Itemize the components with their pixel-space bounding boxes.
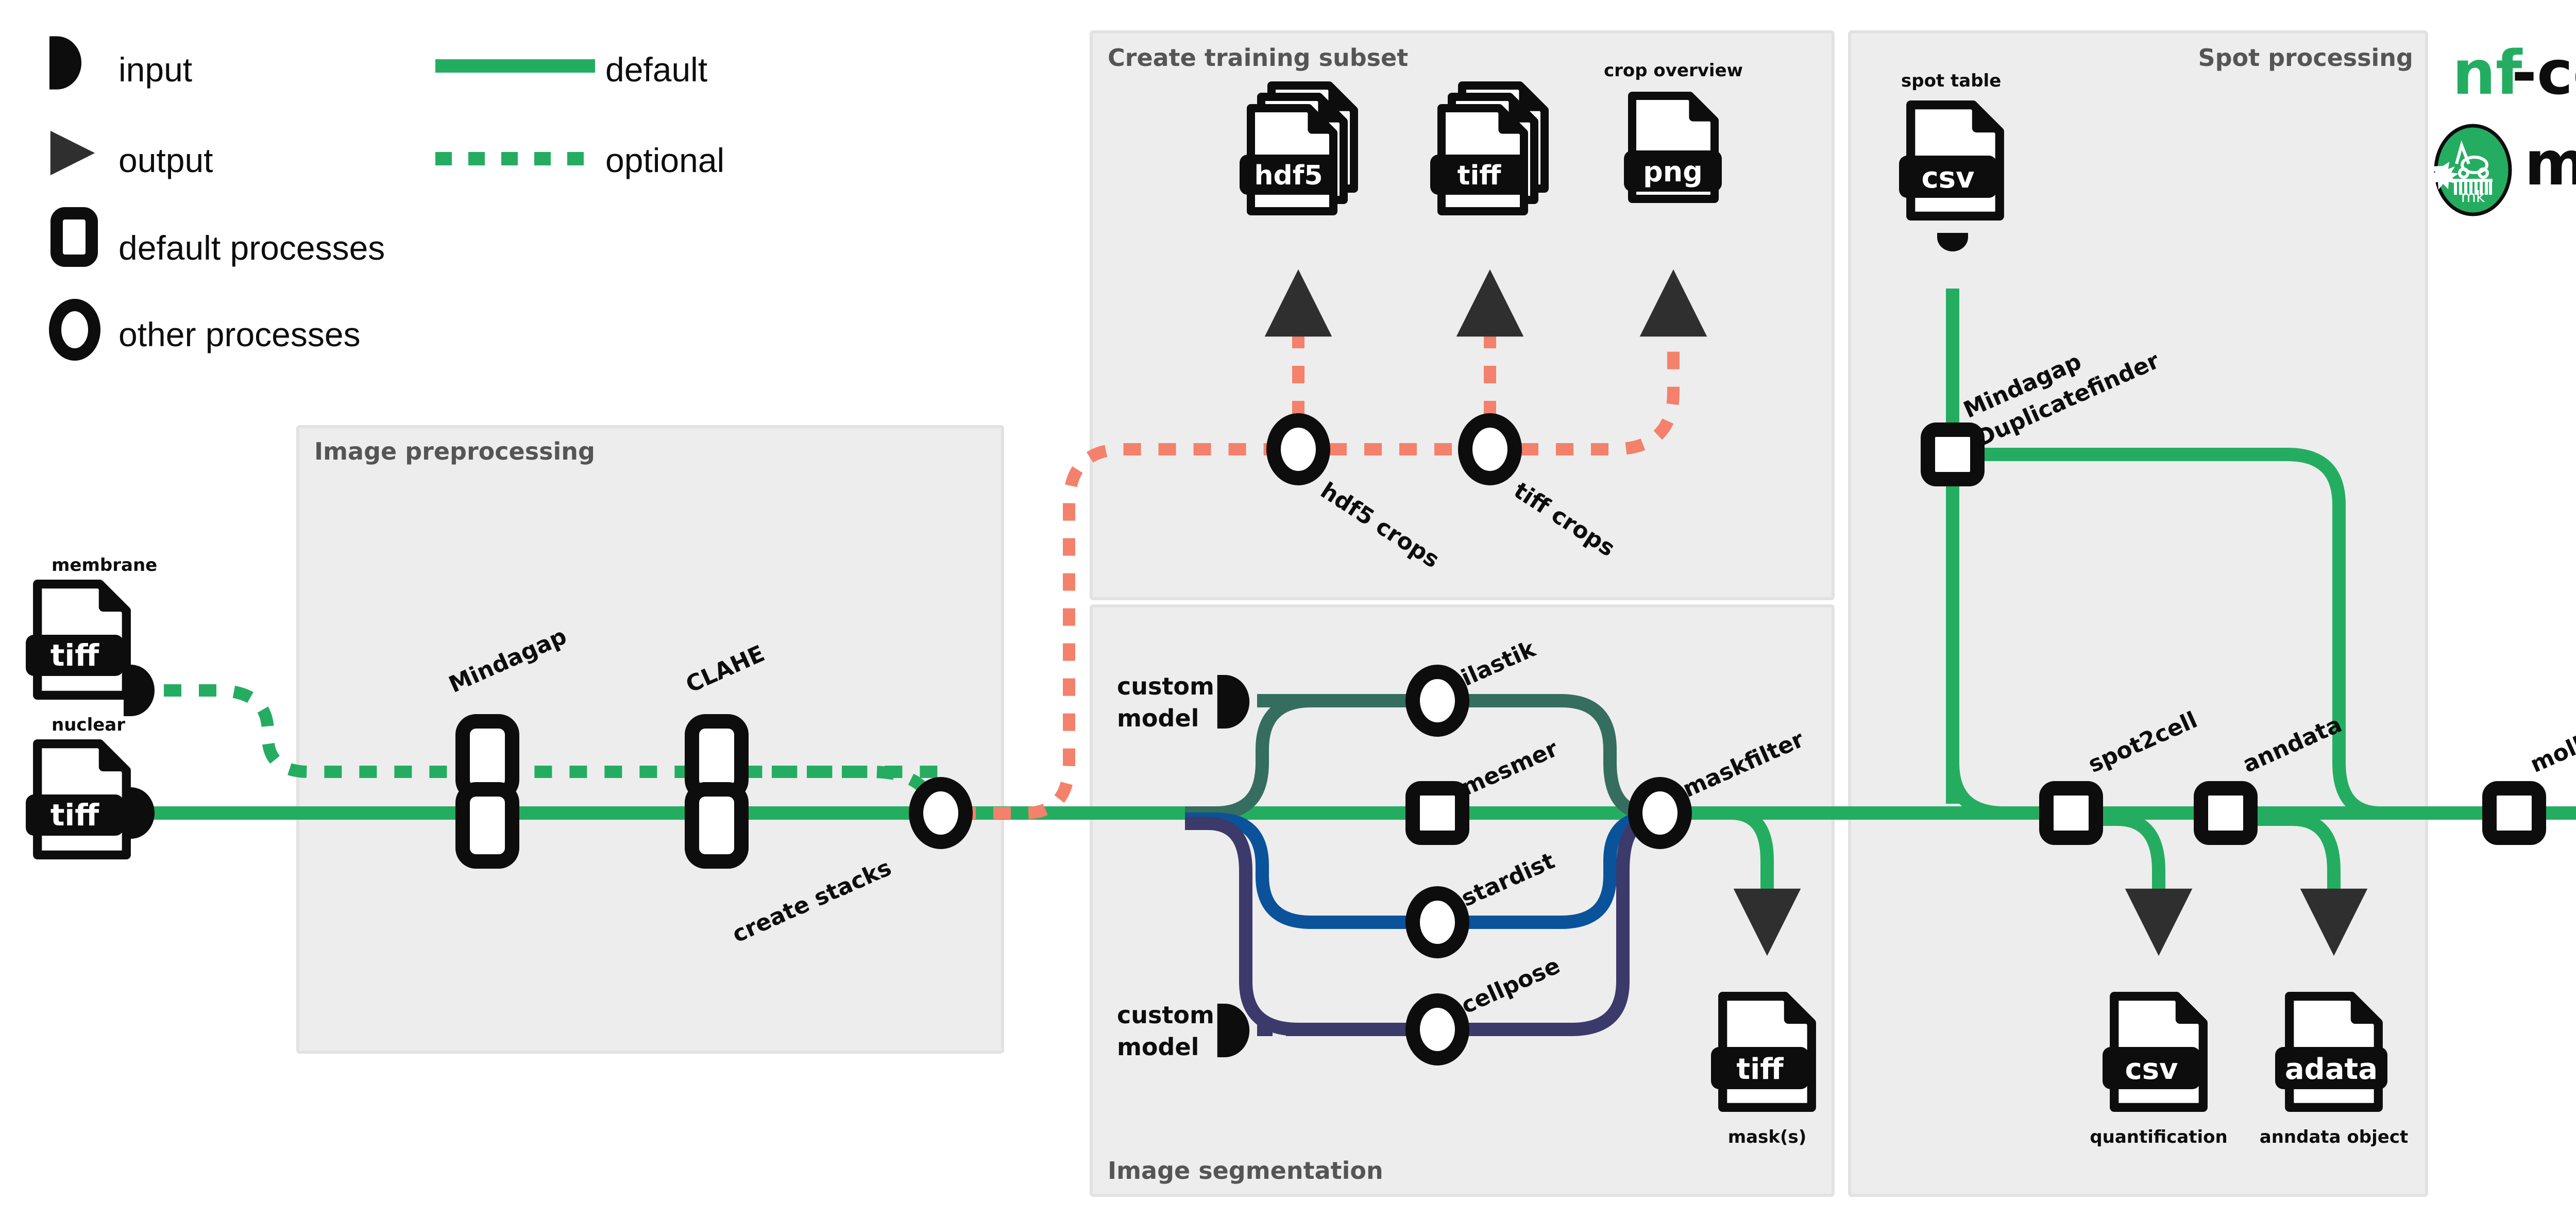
- custom-model-ilastik-line1: custom: [1117, 672, 1214, 700]
- file-spot-table-csv: spot table csv: [1899, 71, 2001, 251]
- panel-title-image-preprocessing: Image preprocessing: [314, 437, 595, 465]
- file-ext-anndata: adata: [2285, 1053, 2378, 1086]
- file-ext-mask: tiff: [1736, 1053, 1784, 1086]
- file-caption-anndata: anndata object: [2260, 1127, 2409, 1147]
- file-ext-quantification: csv: [2125, 1053, 2178, 1086]
- file-ext-png: png: [1643, 156, 1703, 188]
- process-label-molkartqc: molkartqc: [2527, 702, 2576, 778]
- panel-spot-processing: Spot processing: [1848, 30, 2428, 1197]
- edge-membrane-optional: [129, 684, 941, 778]
- file-ext-tiff-crops: tiff: [1458, 160, 1502, 191]
- file-tiff-crops: tiff: [1430, 86, 1545, 211]
- custom-model-cellpose-line2: model: [1117, 1033, 1199, 1061]
- square-process-icon: [50, 207, 98, 267]
- file-ext-spot-table: csv: [1921, 161, 1974, 195]
- file-crop-overview-png: crop overview png: [1604, 60, 1743, 199]
- file-caption-membrane: membrane: [52, 555, 157, 576]
- legend-item-input: input: [49, 36, 192, 90]
- panel-title-spot-processing: Spot processing: [2198, 44, 2413, 72]
- edge-maskfilter-to-mask-output: [1695, 806, 1774, 922]
- edge-anndata-to-adata: [2252, 813, 2341, 922]
- input-marker-nuclear: [124, 787, 155, 839]
- edge-spot2cell-to-quantification: [2098, 813, 2165, 922]
- input-marker-membrane: [124, 665, 155, 716]
- panel-title-image-segmentation: Image segmentation: [1108, 1157, 1383, 1185]
- logo-org: nf: [2452, 37, 2523, 108]
- file-ext-hdf5: hdf5: [1254, 160, 1323, 191]
- legend-label-input: input: [118, 50, 192, 89]
- custom-model-ilastik-line2: model: [1117, 704, 1199, 732]
- file-caption-mask: mask(s): [1728, 1127, 1807, 1147]
- legend-item-optional: optional: [435, 141, 724, 179]
- panel-image-preprocessing: Image preprocessing: [296, 425, 1004, 1054]
- edge-duplicatefinder-down-to-spine: [1946, 479, 2005, 820]
- file-ext-membrane: tiff: [50, 638, 100, 673]
- file-caption-spot-table: spot table: [1901, 71, 2001, 91]
- legend-label-default-processes: default processes: [118, 229, 385, 267]
- file-nuclear-tiff: nuclear tiff: [26, 715, 155, 855]
- output-arrow-icon: [50, 130, 95, 176]
- legend-label-output: output: [118, 141, 213, 179]
- legend-label-default: default: [605, 50, 707, 89]
- panel-group: Image preprocessing Create training subs…: [296, 30, 2428, 1197]
- file-ext-nuclear: tiff: [50, 798, 100, 833]
- legend-item-default-processes: default processes: [50, 207, 385, 267]
- legend-item-other-processes: other processes: [49, 299, 361, 361]
- file-caption-crop-overview: crop overview: [1604, 60, 1743, 81]
- panel-title-create-training-subset: Create training subset: [1108, 44, 1408, 72]
- circle-process-icon: [49, 299, 100, 361]
- legend: input default output optional default pr…: [49, 36, 724, 361]
- edge-stacks-to-crops-optional: [958, 443, 1267, 819]
- edge-ilastik-to-maskfilter: [1463, 694, 1649, 820]
- file-anndata-object: adata anndata object: [2260, 996, 2409, 1147]
- file-caption-quantification: quantification: [2090, 1127, 2227, 1147]
- custom-model-cellpose: custom model: [1117, 1001, 1250, 1061]
- file-mask-tiff: tiff mask(s): [1711, 996, 1811, 1147]
- input-marker-icon: [49, 36, 81, 90]
- legend-item-default: default: [435, 50, 707, 89]
- edge-duplicatefinder-to-spine: [1977, 448, 2381, 820]
- logo-pipeline: molkart: [2524, 128, 2576, 199]
- legend-label-other-processes: other processes: [118, 315, 361, 353]
- legend-item-output: output: [50, 130, 213, 179]
- edge-stardist-to-maskfilter: [1463, 810, 1650, 929]
- file-caption-nuclear: nuclear: [52, 715, 125, 735]
- file-membrane-tiff: membrane tiff: [26, 555, 157, 716]
- logo-nf-core-molkart: nf -core/ mk molkart: [2428, 37, 2576, 216]
- logo-org-suffix: -core/: [2512, 37, 2576, 108]
- custom-model-cellpose-line1: custom: [1117, 1001, 1214, 1029]
- file-quantification-csv: csv quantification: [2090, 996, 2228, 1147]
- molkart-badge-icon: mk: [2428, 124, 2512, 216]
- edge-tiffcrops-to-png-optional: [1521, 304, 1680, 455]
- file-hdf5-crops: hdf5: [1240, 86, 1354, 211]
- logo-badge-text: mk: [2461, 188, 2485, 206]
- edge-stardist-branch: [1185, 813, 1412, 929]
- custom-model-ilastik: custom model: [1117, 672, 1250, 732]
- legend-label-optional: optional: [605, 141, 724, 179]
- edge-cellpose-branch: [1185, 817, 1412, 1036]
